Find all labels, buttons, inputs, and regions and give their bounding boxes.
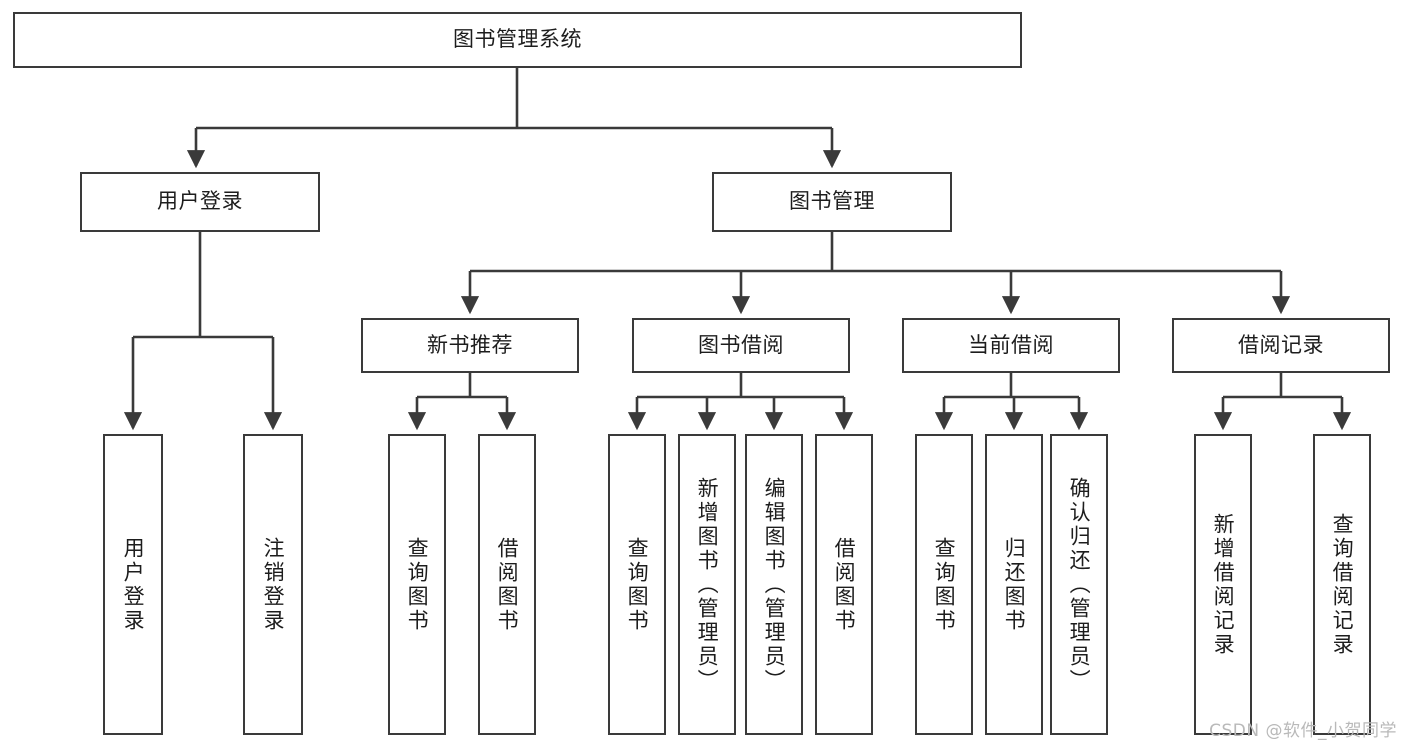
leaf-records-add-record[interactable]: 新增借阅记录 — [1194, 434, 1252, 735]
leaf-records-add-record-label: 新增借阅记录 — [1211, 512, 1236, 657]
node-root-label: 图书管理系统 — [453, 27, 582, 52]
node-book-borrow[interactable]: 图书借阅 — [632, 318, 850, 373]
leaf-borrow-add-book-admin-label: 新增图书（管理员） — [695, 476, 720, 693]
leaf-user-logout[interactable]: 注销登录 — [243, 434, 303, 735]
leaf-newbook-borrow-book-label: 借阅图书 — [495, 536, 520, 633]
leaf-borrow-query-book[interactable]: 查询图书 — [608, 434, 666, 735]
leaf-current-query-book-label: 查询图书 — [932, 536, 957, 633]
node-book-borrow-label: 图书借阅 — [698, 332, 784, 357]
leaf-user-login-label: 用户登录 — [121, 536, 146, 633]
node-new-book-recommend-label: 新书推荐 — [427, 332, 513, 357]
node-book-management[interactable]: 图书管理 — [712, 172, 952, 232]
leaf-current-confirm-return-admin-label: 确认归还（管理员） — [1067, 476, 1092, 693]
leaf-newbook-borrow-book[interactable]: 借阅图书 — [478, 434, 536, 735]
csdn-watermark: CSDN @软件_小贺同学 — [1209, 721, 1397, 741]
node-root[interactable]: 图书管理系统 — [13, 12, 1022, 68]
node-new-book-recommend[interactable]: 新书推荐 — [361, 318, 579, 373]
leaf-borrow-edit-book-admin-label: 编辑图书（管理员） — [762, 476, 787, 693]
leaf-newbook-query-book[interactable]: 查询图书 — [388, 434, 446, 735]
leaf-current-return-book[interactable]: 归还图书 — [985, 434, 1043, 735]
node-current-borrow-label: 当前借阅 — [968, 332, 1054, 357]
node-user-login-label: 用户登录 — [157, 189, 243, 214]
leaf-records-query-record-label: 查询借阅记录 — [1330, 512, 1355, 657]
leaf-newbook-query-book-label: 查询图书 — [405, 536, 430, 633]
leaf-user-login[interactable]: 用户登录 — [103, 434, 163, 735]
leaf-current-confirm-return-admin[interactable]: 确认归还（管理员） — [1050, 434, 1108, 735]
node-borrow-records[interactable]: 借阅记录 — [1172, 318, 1390, 373]
leaf-borrow-borrow-book-label: 借阅图书 — [832, 536, 857, 633]
leaf-borrow-borrow-book[interactable]: 借阅图书 — [815, 434, 873, 735]
node-user-login[interactable]: 用户登录 — [80, 172, 320, 232]
leaf-current-return-book-label: 归还图书 — [1002, 536, 1027, 633]
node-borrow-records-label: 借阅记录 — [1238, 332, 1324, 357]
leaf-borrow-query-book-label: 查询图书 — [625, 536, 650, 633]
leaf-borrow-add-book-admin[interactable]: 新增图书（管理员） — [678, 434, 736, 735]
leaf-current-query-book[interactable]: 查询图书 — [915, 434, 973, 735]
leaf-borrow-edit-book-admin[interactable]: 编辑图书（管理员） — [745, 434, 803, 735]
leaf-records-query-record[interactable]: 查询借阅记录 — [1313, 434, 1371, 735]
leaf-user-logout-label: 注销登录 — [261, 536, 286, 633]
node-current-borrow[interactable]: 当前借阅 — [902, 318, 1120, 373]
node-book-management-label: 图书管理 — [789, 189, 875, 214]
